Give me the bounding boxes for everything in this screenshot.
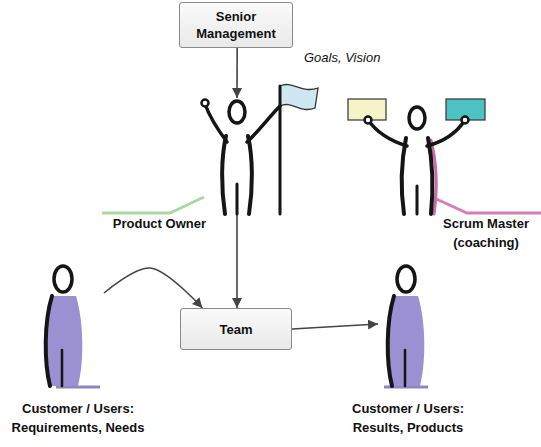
- figure-drawing: [38, 262, 104, 386]
- customer-figure: Customer / Users: Requirements, Needs: [38, 262, 104, 386]
- figure-outline: [205, 104, 227, 142]
- management-box: Senior Management: [179, 2, 293, 48]
- product-owner-figure: Product Owner: [196, 98, 296, 214]
- figure-drawing: [370, 98, 460, 214]
- box-label: Senior Management: [190, 8, 282, 42]
- figure-head: [229, 101, 245, 123]
- scrum-master-figure: Scrum Master (coaching): [370, 98, 460, 214]
- flow-arrow: [236, 214, 238, 308]
- edge-label: Goals, Vision: [302, 50, 382, 65]
- box-label: Team: [186, 321, 286, 338]
- customer-figure: Customer / Users: Results, Products: [378, 262, 434, 386]
- figure-head: [54, 266, 72, 292]
- figure-head: [397, 266, 415, 292]
- leader-line: [102, 197, 204, 213]
- figure-outline: [46, 296, 52, 386]
- figure-outline: [236, 184, 239, 214]
- figure-drawing: [196, 98, 296, 214]
- figure-hand: [365, 117, 372, 124]
- figure-outline: [247, 106, 280, 142]
- figure-hand: [202, 100, 209, 107]
- figure-outline: [368, 120, 407, 146]
- flow-arrow: [292, 324, 378, 329]
- figure-outline: [416, 186, 419, 214]
- flow-arrow: [236, 48, 238, 98]
- figure-label: Customer / Users: Requirements, Needs: [3, 399, 153, 437]
- flow-arrow: [104, 268, 202, 308]
- figure-outline: [427, 120, 465, 146]
- figure-drawing: [378, 262, 434, 386]
- figure-outline: [388, 296, 394, 386]
- figure-hand: [462, 117, 469, 124]
- figure-head: [409, 107, 425, 129]
- figure-outline: [404, 350, 407, 386]
- figure-label: Customer / Users: Results, Products: [333, 399, 483, 437]
- figure-body: [402, 138, 434, 214]
- figure-outline: [248, 136, 252, 214]
- figure-label: Product Owner: [98, 214, 206, 233]
- leader-line: [432, 197, 541, 213]
- figure-body: [388, 296, 425, 386]
- figure-body: [46, 296, 83, 386]
- figure-label: Scrum Master (coaching): [436, 214, 536, 252]
- team-box: Team: [180, 308, 292, 350]
- figure-outline: [402, 138, 406, 214]
- figure-outline: [222, 136, 226, 214]
- figure-outline: [61, 350, 64, 386]
- figure-outline: [428, 138, 433, 214]
- figure-body: [222, 136, 252, 214]
- flag: [280, 84, 318, 109]
- figure-outline: [279, 86, 282, 214]
